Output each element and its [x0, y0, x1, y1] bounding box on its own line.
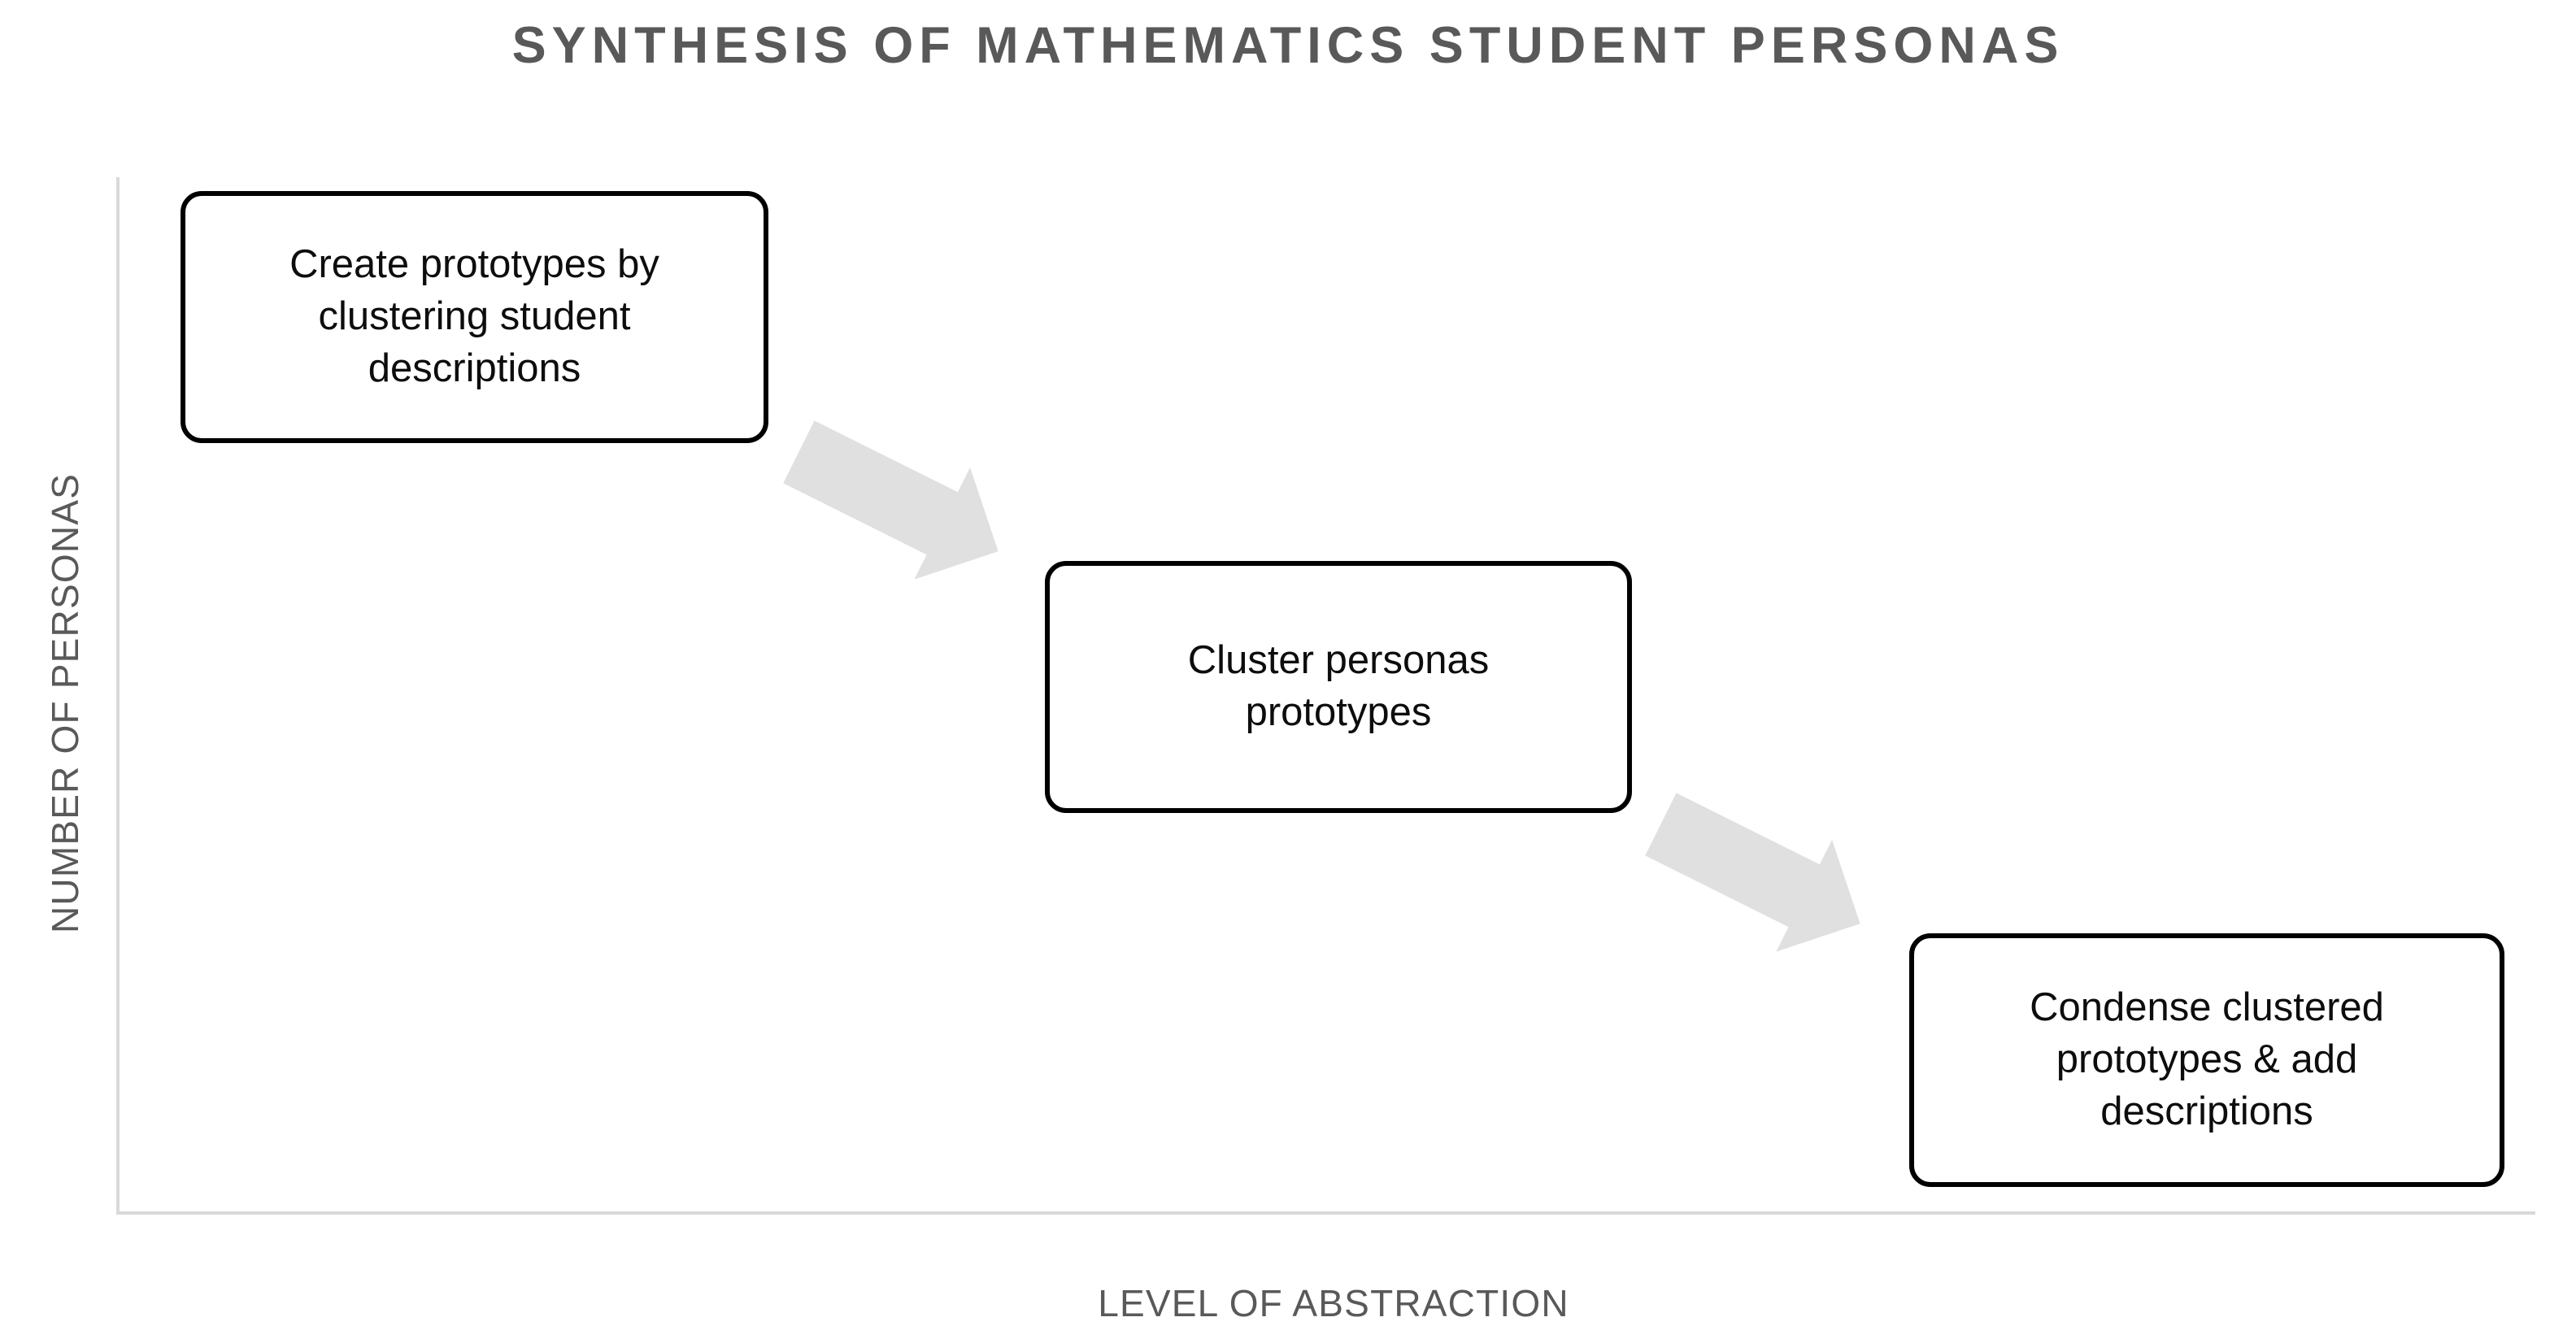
flow-arrow-1-icon [772, 416, 1025, 587]
process-box-condense-prototypes[interactable]: Condense clustered prototypes & add desc… [1909, 933, 2504, 1187]
process-box-label: Create prototypes by clustering student … [289, 242, 659, 390]
page-title: SYNTHESIS OF MATHEMATICS STUDENT PERSONA… [511, 17, 2065, 74]
y-axis-line [116, 177, 120, 1215]
process-box-create-prototypes[interactable]: Create prototypes by clustering student … [181, 191, 768, 443]
x-axis-title: LEVEL OF ABSTRACTION [1098, 1282, 1569, 1324]
process-box-cluster-prototypes[interactable]: Cluster personas prototypes [1045, 561, 1632, 813]
x-axis-line [116, 1211, 2535, 1215]
process-box-label: Cluster personas prototypes [1187, 638, 1490, 734]
flow-arrow-2-icon [1634, 789, 1886, 959]
y-axis-title: NUMBER OF PERSONAS [44, 472, 86, 934]
process-box-label: Condense clustered prototypes & add desc… [2030, 985, 2384, 1133]
